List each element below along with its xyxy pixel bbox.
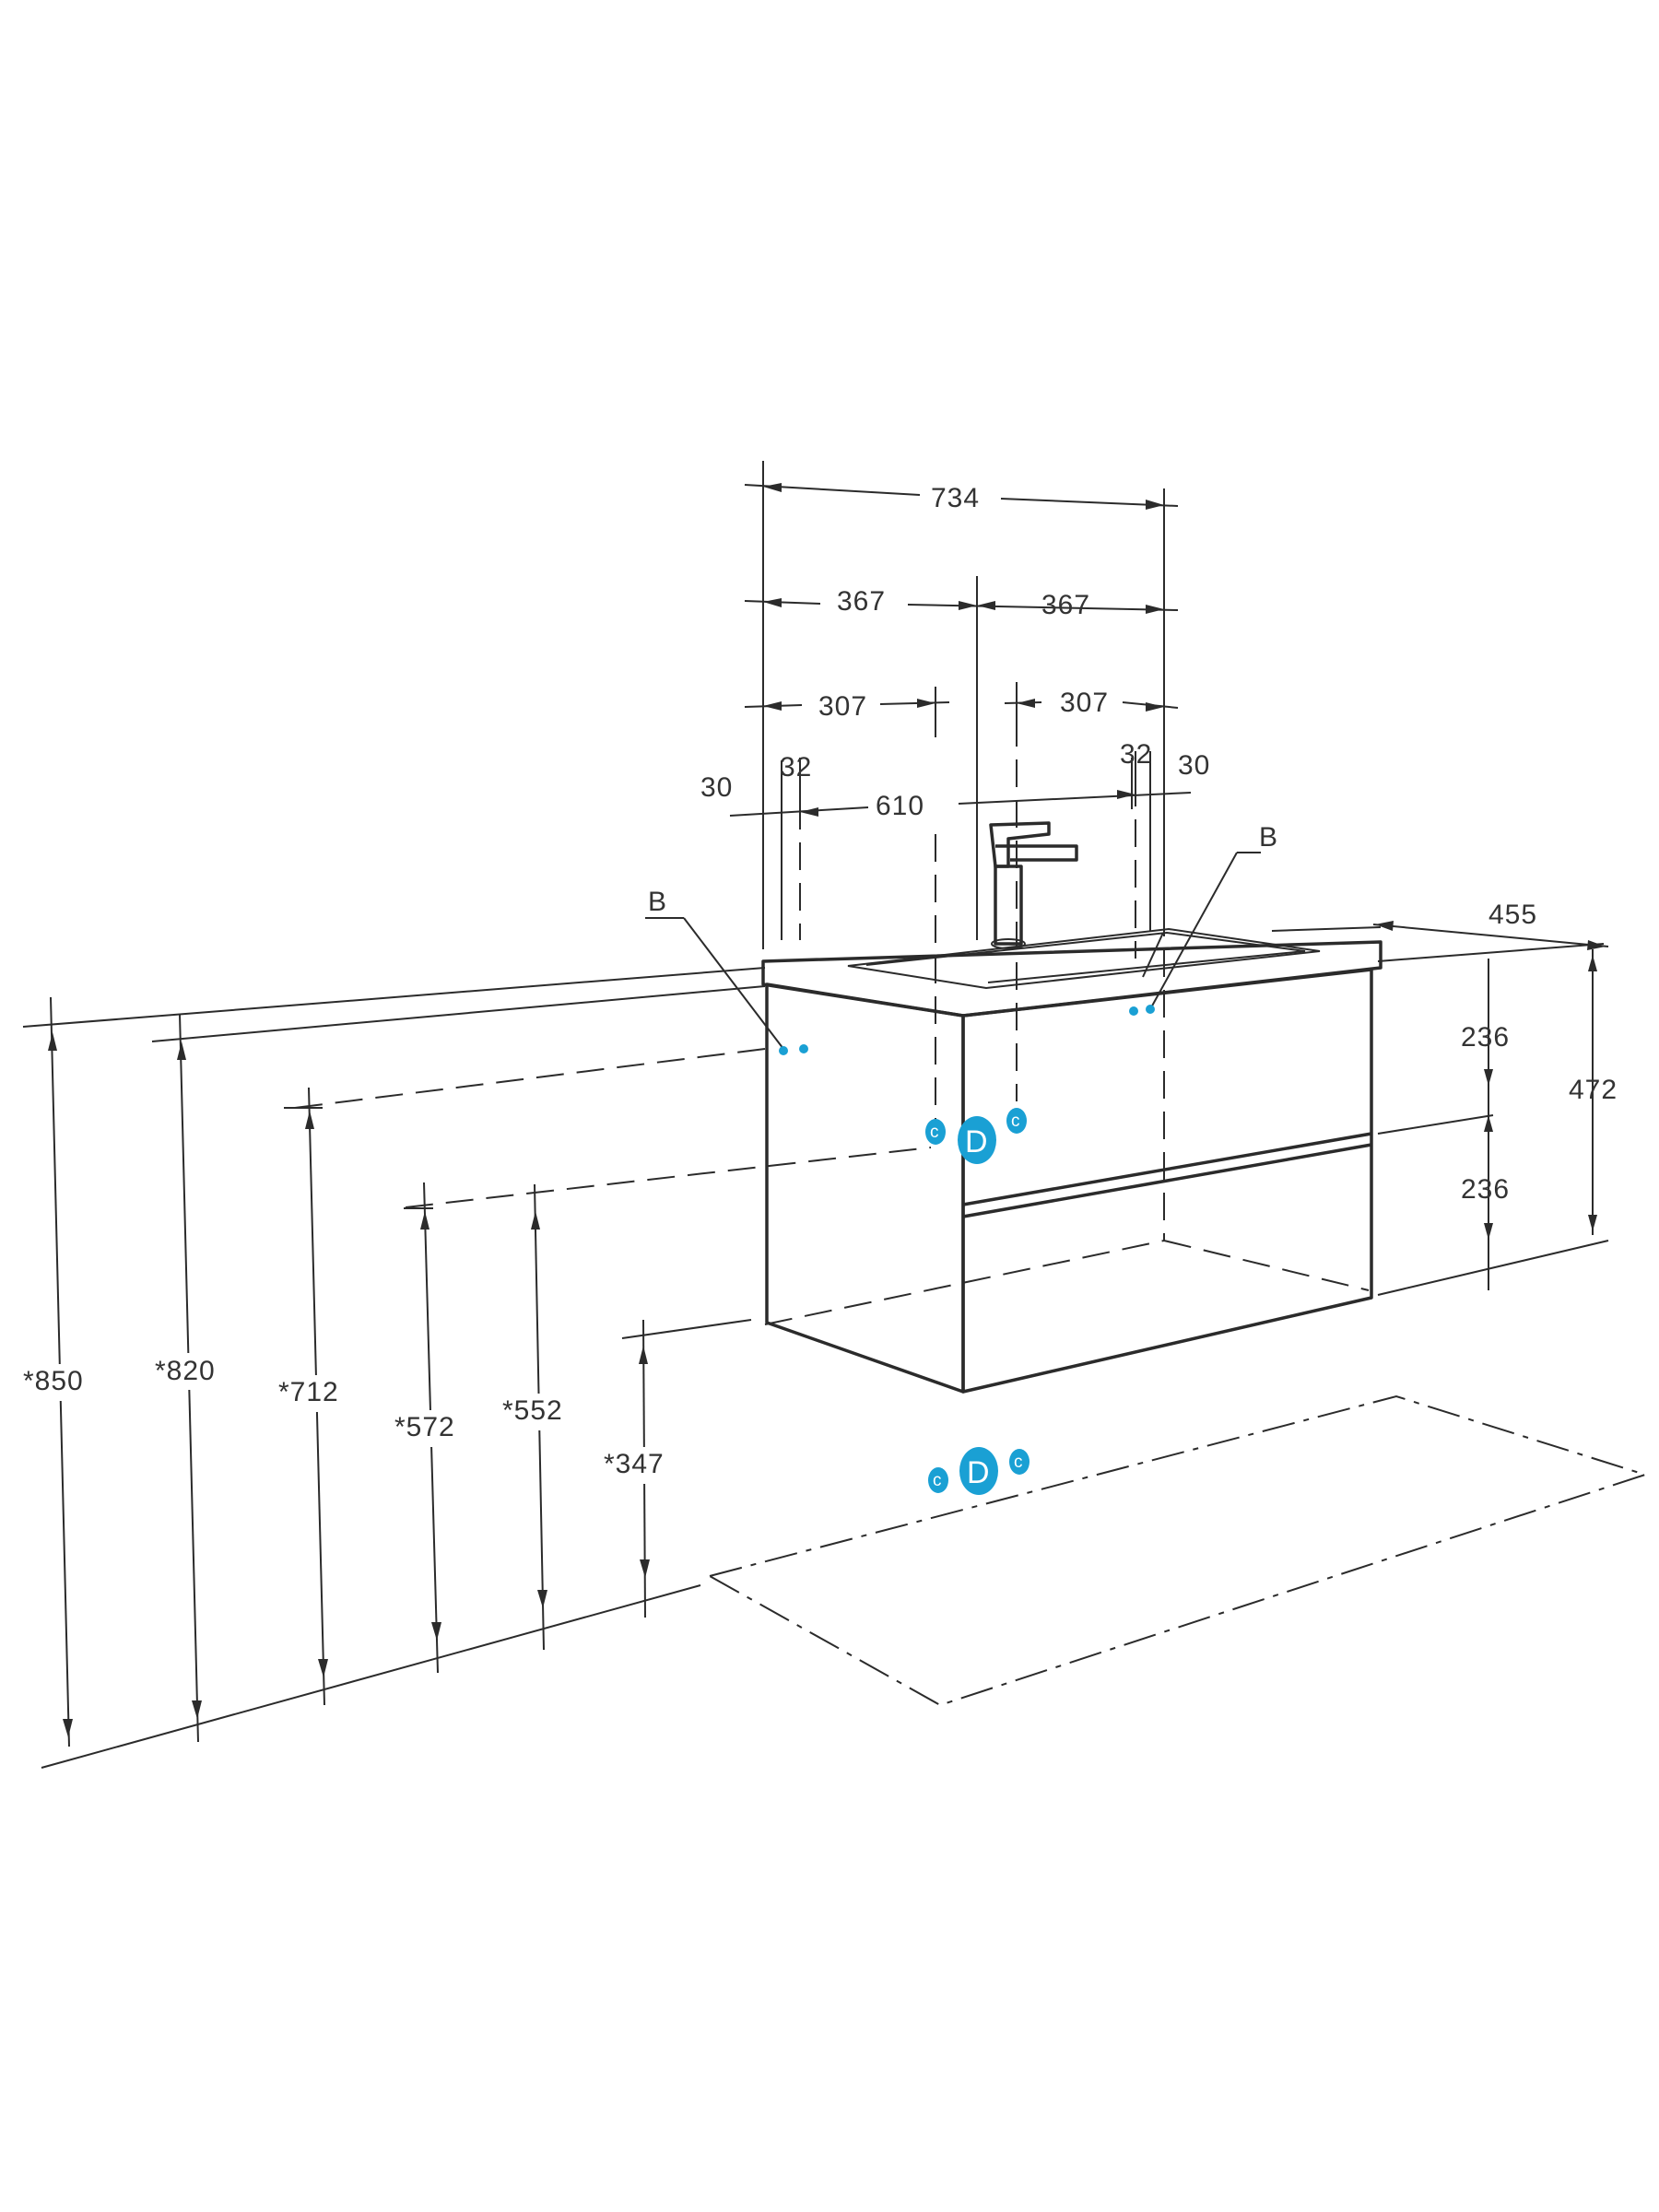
wall-connection-group: c D c <box>925 1108 1027 1164</box>
cabinet-front <box>961 968 1373 1394</box>
hot-connection-label: c <box>1011 1112 1020 1131</box>
drawer-split-line <box>962 1132 1372 1206</box>
dim-455: 455 <box>1488 900 1537 930</box>
dim-307-left: 307 <box>818 691 867 722</box>
dim-height-552: *552 <box>502 1395 563 1426</box>
cabinet <box>761 927 1382 1394</box>
faucet-icon <box>989 821 1078 949</box>
mount-point <box>779 1046 788 1055</box>
dim-height-820: *820 <box>155 1356 216 1386</box>
dim-236-top: 236 <box>1461 1022 1510 1053</box>
dim-height-572: *572 <box>394 1412 455 1442</box>
cold-connection-label: c <box>933 1471 942 1490</box>
cabinet-side <box>765 982 965 1394</box>
dim-307-right: 307 <box>1060 688 1109 718</box>
side-dimension-lines: 455 236 236 472 <box>1372 900 1618 1290</box>
floor-footprint <box>707 1394 1649 1707</box>
drain-connection-label: D <box>967 1455 990 1490</box>
dim-734: 734 <box>931 483 980 513</box>
dim-472: 472 <box>1569 1075 1618 1105</box>
top-dimension-lines <box>729 461 1192 949</box>
mount-point <box>1146 1005 1155 1014</box>
dim-32-left: 32 <box>780 752 812 782</box>
marker-b-right: B <box>1259 822 1278 853</box>
basin-bowl <box>847 927 1321 990</box>
mount-point <box>799 1044 808 1053</box>
wall-reference-lines <box>22 926 1609 1769</box>
dim-height-850: *850 <box>23 1366 84 1396</box>
dim-367-left: 367 <box>837 586 886 617</box>
dim-height-347: *347 <box>604 1449 665 1479</box>
connection-points: c D c c D c <box>779 1005 1155 1495</box>
hot-connection-label: c <box>1014 1453 1023 1472</box>
marker-b-left: B <box>648 887 667 917</box>
cold-connection-label: c <box>930 1123 939 1142</box>
mount-point <box>1129 1006 1138 1016</box>
dim-30-left: 30 <box>700 772 733 803</box>
dim-367-right: 367 <box>1041 590 1090 620</box>
height-dimension-lines <box>48 996 650 1747</box>
dim-30-right: 30 <box>1178 750 1210 781</box>
dim-236-bottom: 236 <box>1461 1174 1510 1205</box>
drain-connection-label: D <box>965 1124 988 1159</box>
b-leaders: B B <box>645 822 1278 1050</box>
dim-height-712: *712 <box>278 1377 339 1407</box>
dim-32-right: 32 <box>1120 739 1152 770</box>
dim-610: 610 <box>876 791 924 821</box>
height-dimension-labels: *850 *820 *712 *572 *552 *347 <box>18 1353 684 1484</box>
top-dimension-labels: 734 367 367 307 307 30 32 610 32 30 <box>700 483 1210 821</box>
floor-connection-group: c D c <box>928 1447 1030 1495</box>
